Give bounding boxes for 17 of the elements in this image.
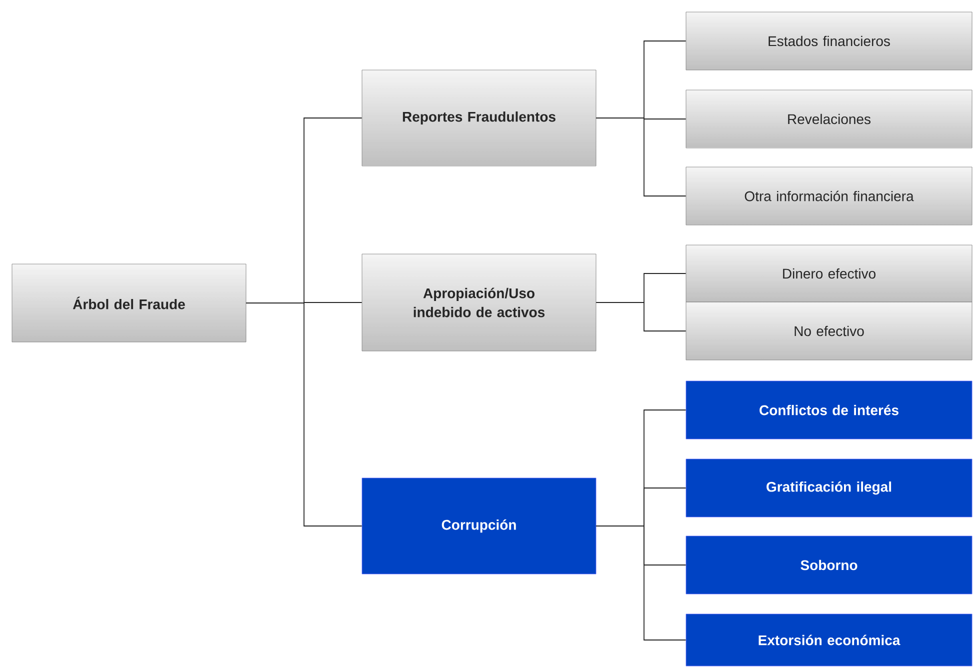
process-box: Dinero efectivo (686, 244, 972, 302)
connector (246, 302, 362, 526)
highlighted-box: Gratificación ilegal (686, 458, 972, 518)
connector (596, 302, 686, 332)
process-box: Otra información financiera (686, 166, 972, 226)
process-box: No efectivo (686, 302, 972, 360)
process-box: Revelaciones (686, 90, 972, 148)
connector (596, 526, 686, 640)
highlighted-box: Soborno (686, 536, 972, 594)
highlighted-box: Extorsión económica (686, 614, 972, 666)
connector (596, 118, 686, 196)
highlighted-box: Conflictos de interés (686, 380, 972, 440)
highlighted-box: Corrupción (362, 478, 596, 574)
process-box: Reportes Fraudulentos (362, 70, 596, 166)
process-box: Estados financieros (686, 12, 972, 70)
process-box: Árbol del Fraude (12, 264, 246, 342)
process-box: Apropiación/Uso indebido de activos (362, 254, 596, 352)
